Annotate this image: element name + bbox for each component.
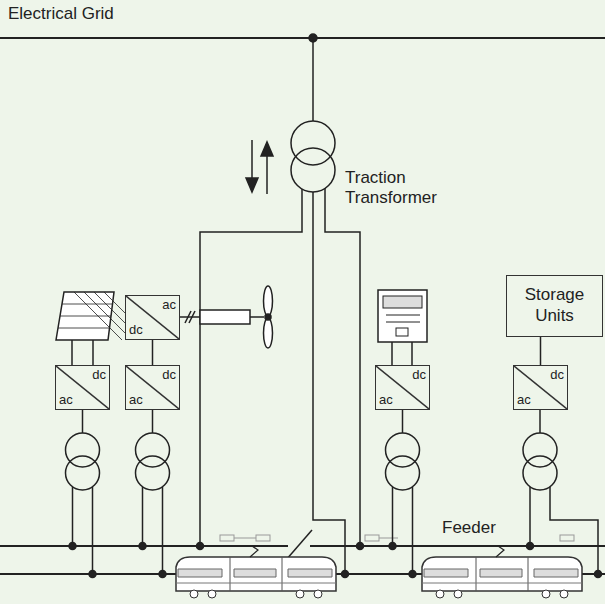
converter-box: dc ac — [125, 365, 180, 410]
connector-wire — [540, 337, 542, 365]
converter-box: dc ac — [55, 365, 110, 410]
converter-label: dc — [92, 368, 106, 382]
converter-box: dc ac — [375, 365, 430, 410]
diagram-label: Feeder — [440, 518, 498, 538]
connector-wire — [152, 340, 154, 365]
converter-label: ac — [379, 393, 393, 407]
converter-label: dc — [550, 368, 564, 382]
diagram-label: Traction Transformer — [343, 168, 457, 208]
converter-label: dc — [129, 323, 143, 337]
node-text: Storage Units — [513, 284, 596, 326]
converter-label: ac — [129, 393, 143, 407]
converter-label: ac — [517, 393, 531, 407]
converter-label: dc — [162, 368, 176, 382]
diagram-label: Electrical Grid — [6, 4, 116, 24]
converter-label: dc — [412, 368, 426, 382]
converter-box: dc ac — [513, 365, 568, 410]
converter-label: ac — [162, 298, 176, 312]
storage-box: Storage Units — [506, 275, 603, 337]
converter-label: ac — [59, 393, 73, 407]
converter-box: ac dc — [125, 295, 180, 340]
